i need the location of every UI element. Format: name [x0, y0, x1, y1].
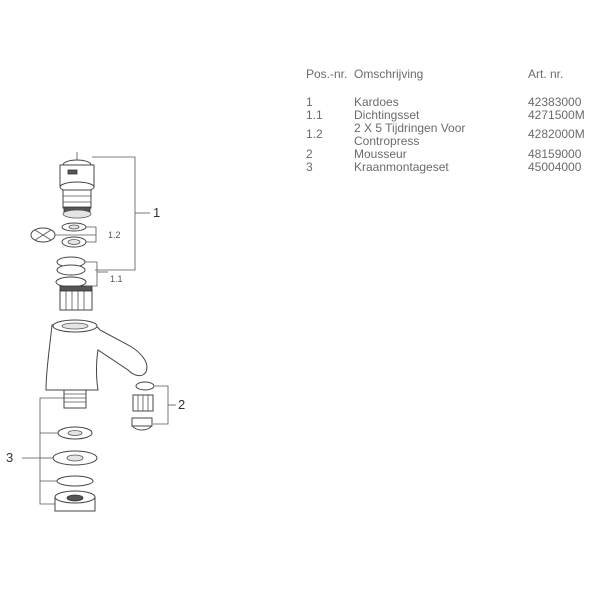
- row-art: 48159000: [528, 147, 582, 161]
- row-desc: Mousseur: [354, 147, 407, 161]
- parts-table: Pos.-nr. Omschrijving Art. nr. 1 Kardoes…: [306, 68, 596, 174]
- o-ring-set-1-1: [55, 256, 87, 288]
- callout-3: 3: [6, 450, 13, 465]
- row-pos: 3: [306, 160, 313, 174]
- row-pos: 1.2: [306, 127, 323, 141]
- callout-1-1: 1.1: [110, 274, 123, 284]
- row-desc: 2 X 5 Tijdringen Voor Contropress: [354, 121, 466, 148]
- row-art: 4271500M: [528, 108, 585, 122]
- row-pos: 1.1: [306, 108, 323, 122]
- row-art: 45004000: [528, 160, 582, 174]
- table-row: 1.1 Dichtingsset 4271500M: [306, 109, 596, 122]
- aerator-part: [131, 381, 155, 431]
- header-pos: Pos.-nr.: [306, 67, 348, 81]
- leader-lines: [22, 156, 176, 505]
- callout-2: 2: [178, 397, 185, 412]
- threaded-nut-part: [59, 285, 93, 311]
- tap-body-part: [45, 319, 148, 391]
- row-desc: Kraanmontageset: [354, 160, 449, 174]
- table-row: 1 Kardoes 42383000: [306, 96, 596, 109]
- row-pos: 1: [306, 95, 313, 109]
- row-desc: Kardoes: [354, 95, 399, 109]
- row-pos: 2: [306, 147, 313, 161]
- mounting-set-part: [52, 389, 98, 512]
- table-row: 1.2 2 X 5 Tijdringen Voor Contropress 42…: [306, 122, 596, 148]
- parts-table-header: Pos.-nr. Omschrijving Art. nr.: [306, 68, 596, 96]
- row-desc: Dichtingsset: [354, 108, 420, 122]
- callout-1-2: 1.2: [108, 230, 121, 240]
- ring-set-1-2: [30, 222, 87, 248]
- callout-1: 1: [153, 205, 160, 220]
- cartridge-part: [59, 152, 95, 219]
- table-row: 3 Kraanmontageset 45004000: [306, 161, 596, 174]
- header-art: Art. nr.: [528, 67, 564, 81]
- row-art: 42383000: [528, 95, 582, 109]
- table-row: 2 Mousseur 48159000: [306, 148, 596, 161]
- row-art: 4282000M: [528, 127, 585, 141]
- header-desc: Omschrijving: [354, 67, 424, 81]
